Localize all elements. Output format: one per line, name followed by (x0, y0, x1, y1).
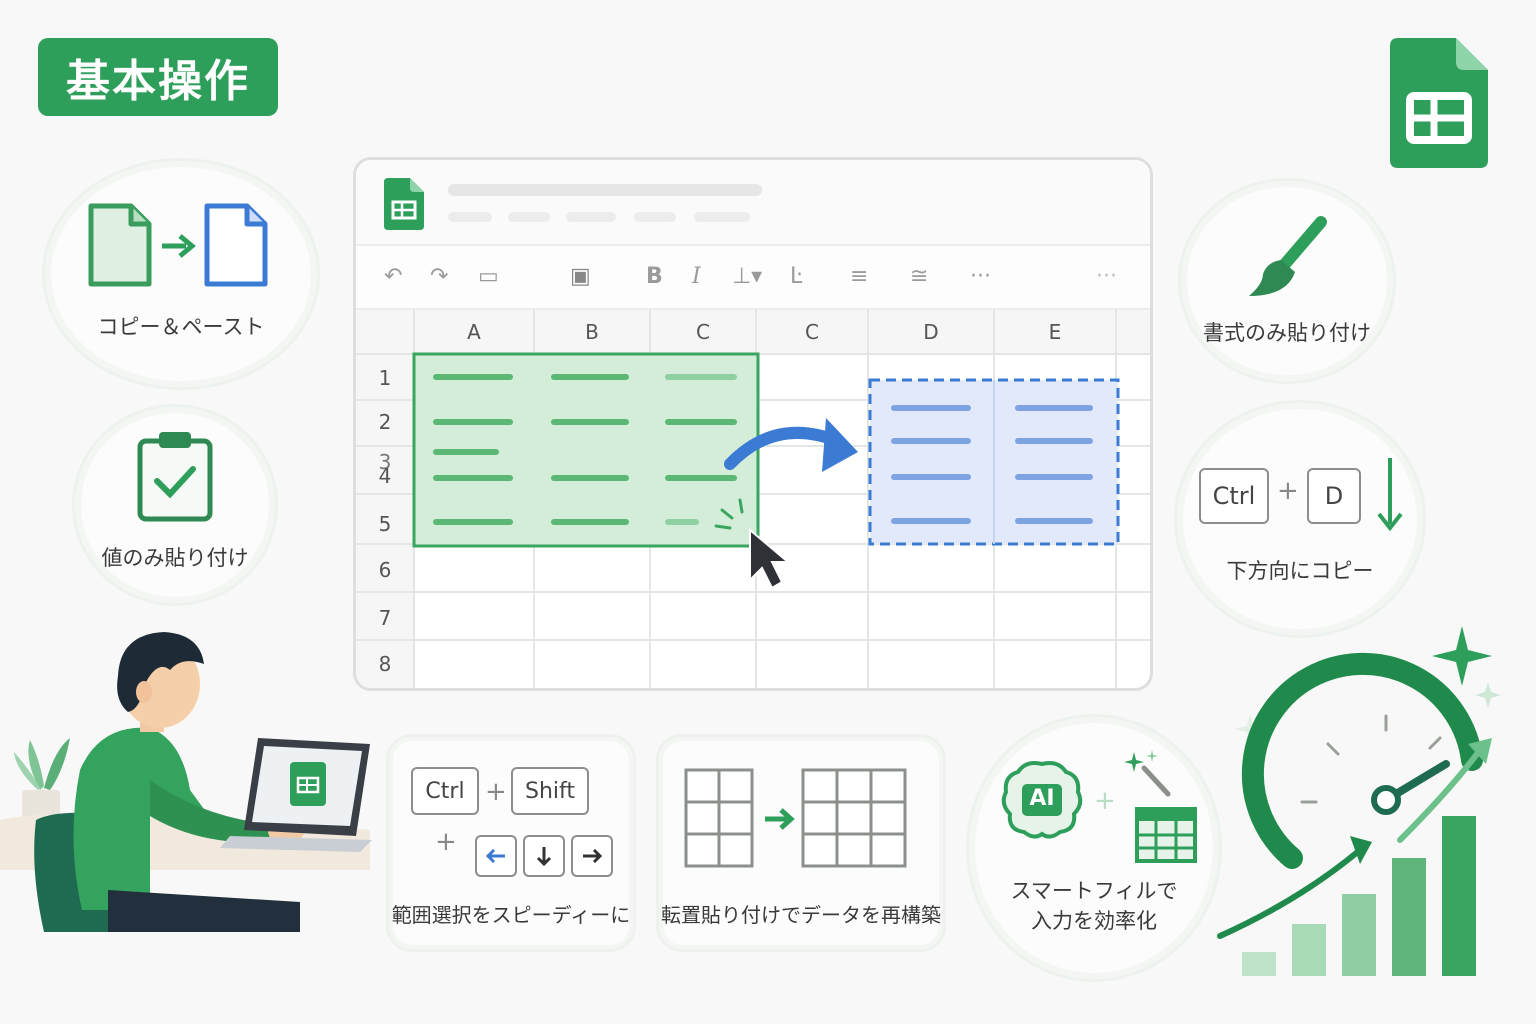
column-header[interactable]: A (467, 320, 481, 344)
arrow-left-key (475, 835, 517, 877)
strikethrough-icon[interactable]: Ŀ (790, 264, 803, 289)
spreadsheet-window: ↶ ↷ ▭ ▣ B I ⊥▾ Ŀ ≡ ≅ ··· ··· (353, 157, 1153, 691)
feature-range-select[interactable]: Ctrl + Shift + 範囲選択をスピーディーに (386, 734, 636, 952)
italic-button[interactable]: I (692, 264, 701, 289)
feature-transpose[interactable]: 転置貼り付けでデータを再構築 (656, 734, 946, 952)
column-header[interactable]: C (805, 320, 819, 344)
plus-sign: + (485, 777, 507, 807)
copy-document-icon (88, 203, 268, 287)
person-at-laptop-illustration (0, 632, 372, 932)
page-title: 基本操作 (38, 38, 278, 116)
plus-sign: + (435, 827, 457, 857)
column-header[interactable]: C (696, 320, 710, 344)
column-header[interactable]: E (1048, 320, 1062, 344)
sheets-file-icon (384, 178, 424, 230)
shift-key: Shift (511, 767, 589, 815)
copy-paste-label: コピー＆ペースト (97, 314, 265, 339)
row-header[interactable]: 3 (378, 450, 392, 474)
clipboard-check-icon (137, 431, 213, 522)
feature-paste-format[interactable]: 書式のみ貼り付け (1178, 178, 1396, 384)
toolbar (356, 246, 1150, 310)
speed-gauge-growth-illustration (1217, 626, 1501, 976)
transpose-label: 転置貼り付けでデータを再構築 (661, 903, 941, 927)
mouse-cursor-icon (749, 527, 791, 590)
more-options-icon[interactable]: ··· (970, 264, 991, 289)
paste-format-label: 書式のみ貼り付け (1203, 320, 1371, 345)
column-header[interactable]: B (585, 320, 599, 344)
bold-button[interactable]: B (646, 264, 663, 289)
undo-icon[interactable]: ↶ (384, 264, 403, 289)
redo-icon[interactable]: ↷ (430, 264, 449, 289)
row-header[interactable]: 1 (378, 366, 392, 390)
row-header[interactable]: 2 (378, 410, 392, 434)
smart-fill-label-2: 入力を効率化 (1031, 909, 1157, 933)
paste-values-label: 値のみ貼り付け (101, 545, 249, 570)
feature-paste-values[interactable]: 値のみ貼り付け (72, 404, 278, 606)
row-header[interactable]: 6 (378, 558, 392, 582)
column-header[interactable]: D (923, 320, 939, 344)
feature-smart-fill[interactable]: AI + スマートフィルで 入力を効率化 (966, 714, 1222, 982)
d-key: D (1307, 467, 1361, 524)
row-header[interactable]: 7 (378, 606, 392, 630)
paint-format-icon[interactable]: ▭ (478, 264, 499, 289)
print-icon[interactable]: ▣ (570, 264, 591, 289)
sheets-logo-icon (1390, 38, 1488, 168)
plus-sign: + (1277, 475, 1299, 506)
magic-wand-icon (1124, 749, 1171, 797)
align-icon[interactable]: ≡ (850, 264, 869, 289)
row-header[interactable]: 5 (378, 512, 392, 536)
more-options-icon-2[interactable]: ··· (1096, 264, 1117, 289)
arrow-right-key (571, 835, 613, 877)
range-select-label: 範囲選択をスピーディーに (391, 903, 631, 927)
arrow-down-key (523, 835, 565, 877)
spreadsheet-grid (356, 310, 1150, 688)
paint-brush-icon (1249, 215, 1327, 296)
ctrl-key: Ctrl (1199, 467, 1269, 524)
text-color-icon[interactable]: ⊥▾ (732, 264, 763, 289)
row-header[interactable]: 4 (378, 464, 392, 488)
ai-brain-icon (1001, 760, 1083, 839)
transpose-grid-icon (684, 768, 907, 868)
ctrl-key: Ctrl (411, 767, 479, 815)
arrow-down-icon (1377, 457, 1403, 532)
smart-fill-label-1: スマートフィルで (1010, 878, 1178, 903)
wrap-icon[interactable]: ≅ (910, 264, 929, 289)
ai-chip: AI (1029, 785, 1055, 811)
plus-sign: + (1094, 785, 1116, 816)
table-icon (1135, 806, 1197, 863)
row-header[interactable]: 8 (378, 652, 392, 676)
feature-fill-down[interactable]: Ctrl + D 下方向にコピー (1174, 400, 1426, 638)
feature-copy-paste[interactable]: コピー＆ペースト (42, 158, 320, 390)
fill-down-label: 下方向にコピー (1226, 558, 1374, 583)
